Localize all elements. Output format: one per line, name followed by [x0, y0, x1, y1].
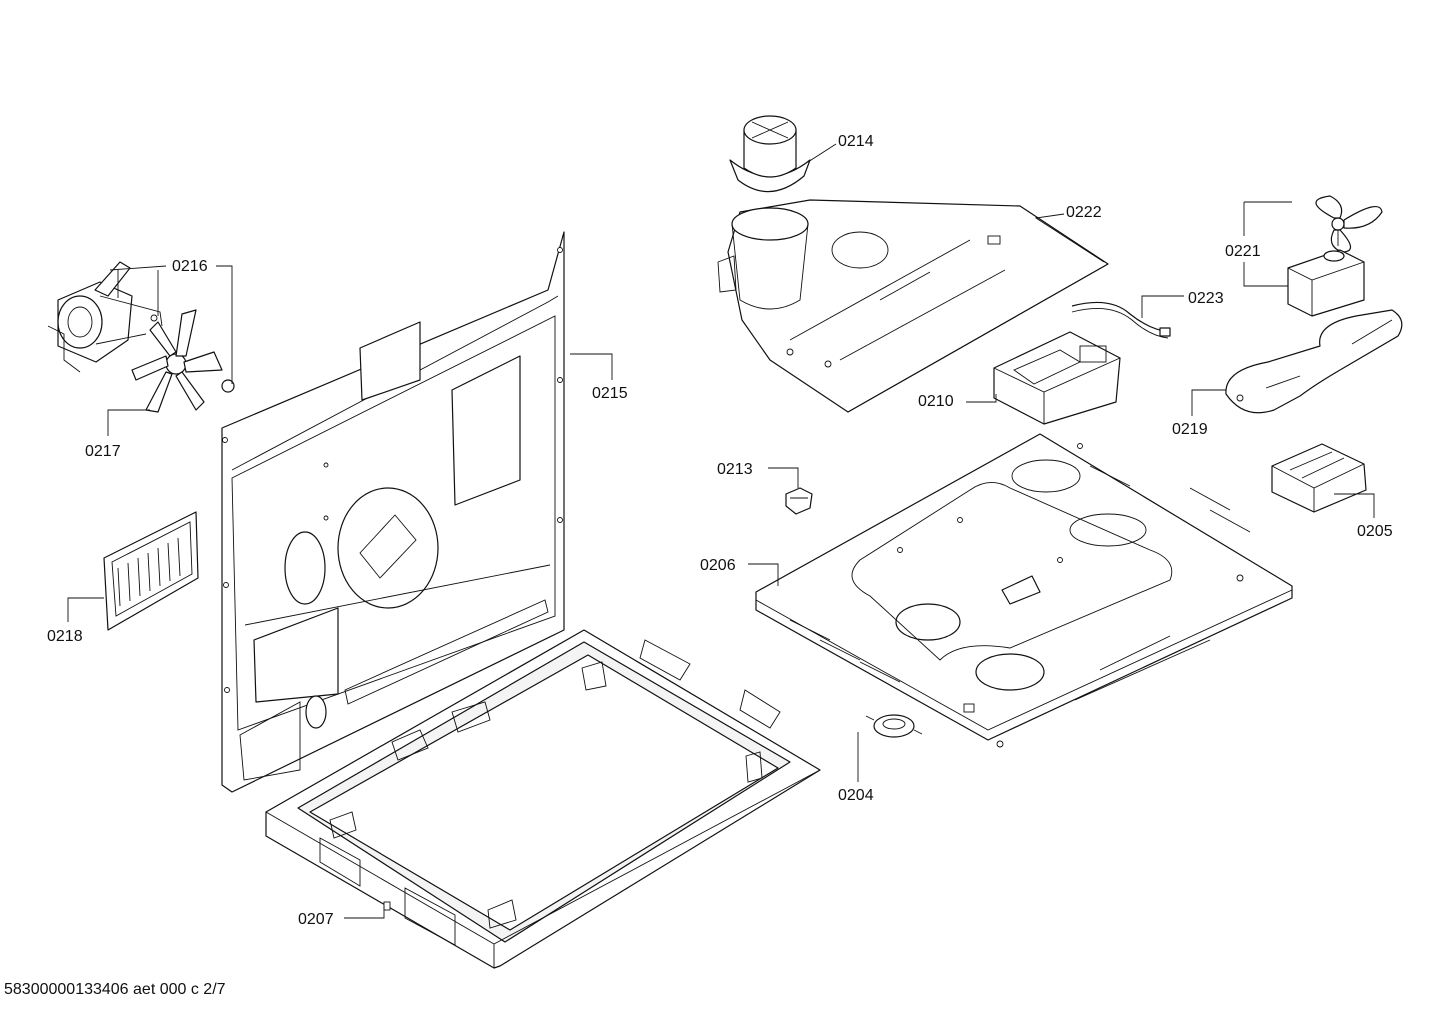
part-0210-control-module[interactable]	[993, 331, 1121, 425]
callout-0217: 0217	[85, 443, 121, 460]
part-0218-grille[interactable]	[103, 511, 199, 631]
part-0221-fan-motor[interactable]	[1287, 249, 1365, 317]
callout-0204: 0204	[838, 787, 874, 804]
callout-0206: 0206	[700, 557, 736, 574]
callout-0219: 0219	[1172, 421, 1208, 438]
part-0221-small-fan-blade[interactable]	[1315, 195, 1383, 253]
part-0214-fan-housing[interactable]	[729, 115, 811, 193]
part-0205-connector-block[interactable]	[1271, 443, 1367, 513]
part-0206-base-plate[interactable]	[755, 433, 1293, 748]
part-0215-rear-panel[interactable]	[221, 231, 565, 793]
part-0217-fan-blade[interactable]	[131, 309, 235, 413]
part-0223-wire-harness[interactable]	[1071, 301, 1171, 339]
callout-0214: 0214	[838, 133, 874, 150]
callout-0210: 0210	[918, 393, 954, 410]
document-id: 58300000133406 aet 000 c 2/7	[4, 981, 226, 998]
callout-0218: 0218	[47, 628, 83, 645]
part-0204-spacer-ring[interactable]	[865, 714, 923, 738]
part-0207-bottom-frame[interactable]	[265, 629, 821, 969]
callout-0215: 0215	[592, 385, 628, 402]
part-0222-air-duct[interactable]	[717, 199, 1109, 413]
callout-0205: 0205	[1357, 523, 1393, 540]
part-0219-mounting-bracket[interactable]	[1225, 309, 1403, 414]
callout-0216: 0216	[172, 258, 208, 275]
callout-0222: 0222	[1066, 204, 1102, 221]
callout-0207: 0207	[298, 911, 334, 928]
callout-0223: 0223	[1188, 290, 1224, 307]
callout-labels: 0214 0222 0216 0221 0223 0215 0210 0217 …	[47, 133, 1393, 928]
callout-0213: 0213	[717, 461, 753, 478]
part-0216-fan-motor[interactable]	[47, 261, 163, 373]
part-0213-clip[interactable]	[785, 487, 813, 515]
leader-lines	[67, 143, 1375, 919]
callout-0221: 0221	[1225, 243, 1261, 260]
